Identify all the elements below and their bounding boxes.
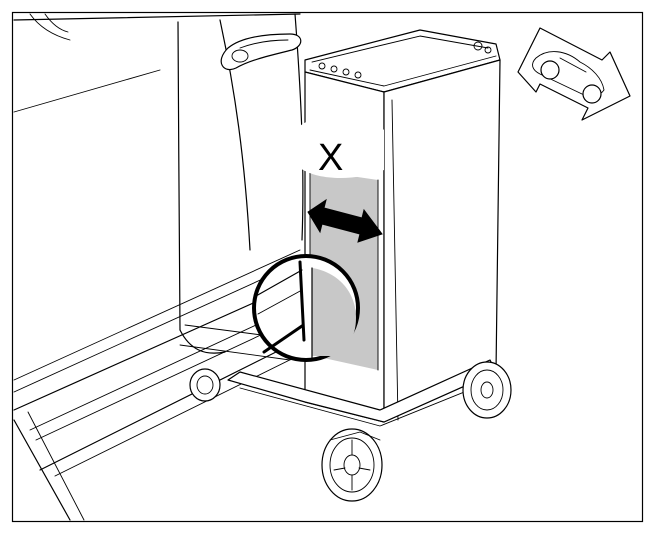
door-handle-icon <box>220 33 302 71</box>
magnifier-detail-icon <box>252 254 360 362</box>
double-arrow-icon <box>307 198 383 243</box>
front-wheel <box>321 428 383 502</box>
hidden-wheel <box>189 368 221 402</box>
dimension-label: X <box>318 137 343 179</box>
vehicle-side-panel <box>13 13 321 521</box>
car-direction-icon <box>517 27 631 121</box>
figure-frame <box>11 11 644 523</box>
rear-wheel <box>462 361 512 419</box>
dimension-label-bubble: X <box>300 115 384 179</box>
